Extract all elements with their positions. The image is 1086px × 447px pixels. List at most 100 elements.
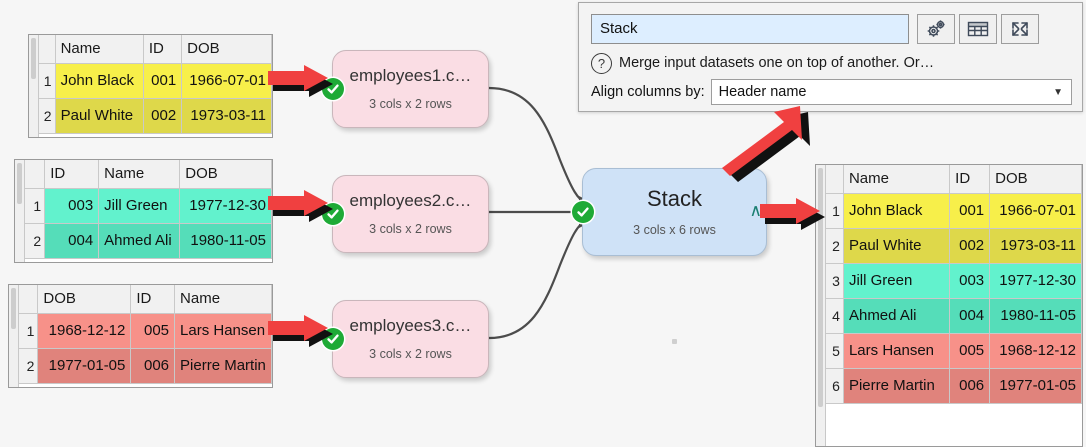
cell-dob[interactable]: 1966-07-01 xyxy=(989,192,1082,229)
table-row[interactable]: 4 Ahmed Ali 004 1980-11-05 xyxy=(825,297,1082,334)
node-stack[interactable]: Stack 3 cols x 6 rows ∧ xyxy=(572,168,767,256)
cell-dob[interactable]: 1977-01-05 xyxy=(37,347,132,384)
cell-dob[interactable]: 1973-03-11 xyxy=(181,97,272,134)
table-row[interactable]: 1 003 Jill Green 1977-12-30 xyxy=(23,187,272,224)
cell-id[interactable]: 005 xyxy=(130,312,176,349)
cell-name[interactable]: Jill Green xyxy=(842,262,951,299)
canvas-grid-dot xyxy=(672,339,677,344)
row-number[interactable]: 2 xyxy=(23,222,46,259)
node-title: Stack xyxy=(646,185,703,211)
column-header[interactable]: DOB xyxy=(37,285,132,314)
node-employees1[interactable]: employees1.c… 3 cols x 2 rows xyxy=(322,50,489,128)
cell-dob[interactable]: 1977-01-05 xyxy=(989,367,1082,404)
gear-icon[interactable] xyxy=(917,14,955,44)
column-header[interactable]: Name xyxy=(54,35,144,64)
row-number[interactable]: 1 xyxy=(17,312,39,349)
cell-name[interactable]: Ahmed Ali xyxy=(98,222,181,259)
cell-id[interactable]: 004 xyxy=(949,297,991,334)
table-scrollbar[interactable] xyxy=(816,165,826,446)
cell-name[interactable]: Paul White xyxy=(54,97,144,134)
input-table-employees2[interactable]: ID Name DOB 1 003 Jill Green 1977-12-30 … xyxy=(14,159,273,263)
cell-name[interactable]: Pierre Martin xyxy=(174,347,272,384)
row-number[interactable]: 1 xyxy=(38,62,56,99)
table-row[interactable]: 1 1968-12-12 005 Lars Hansen xyxy=(17,312,272,349)
cell-name[interactable]: Pierre Martin xyxy=(842,367,951,404)
cell-name[interactable]: John Black xyxy=(842,192,951,229)
table-icon[interactable] xyxy=(959,14,997,44)
annotation-arrow-to-stack-node xyxy=(722,106,810,182)
cell-id[interactable]: 005 xyxy=(949,332,991,369)
column-header[interactable]: ID xyxy=(44,160,100,189)
input-table-employees3[interactable]: DOB ID Name 1 1968-12-12 005 Lars Hansen… xyxy=(8,284,273,388)
cell-id[interactable]: 003 xyxy=(949,262,991,299)
node-name-input[interactable]: Stack xyxy=(591,14,909,44)
cell-dob[interactable]: 1980-11-05 xyxy=(179,222,272,259)
row-number[interactable]: 5 xyxy=(825,332,844,369)
row-number[interactable]: 2 xyxy=(17,347,39,384)
table-scrollbar[interactable] xyxy=(9,285,19,387)
help-icon[interactable]: ? xyxy=(591,52,612,74)
table-row[interactable]: 5 Lars Hansen 005 1968-12-12 xyxy=(825,332,1082,369)
cell-name[interactable]: Paul White xyxy=(842,227,951,264)
cell-id[interactable]: 006 xyxy=(949,367,991,404)
table-grid: Name ID DOB 1 John Black 001 1966-07-01 … xyxy=(38,35,272,134)
cell-id[interactable]: 004 xyxy=(44,222,100,259)
row-number[interactable]: 1 xyxy=(23,187,46,224)
cell-dob[interactable]: 1977-12-30 xyxy=(989,262,1082,299)
cell-dob[interactable]: 1980-11-05 xyxy=(989,297,1082,334)
cell-id[interactable]: 002 xyxy=(142,97,183,134)
node-subtitle: 3 cols x 2 rows xyxy=(369,222,452,237)
cell-id[interactable]: 002 xyxy=(949,227,991,264)
column-header[interactable]: ID xyxy=(142,35,183,64)
table-row[interactable]: 2 Paul White 002 1973-03-11 xyxy=(825,227,1082,264)
column-header[interactable]: DOB xyxy=(179,160,272,189)
column-header[interactable]: ID xyxy=(949,165,991,194)
node-output-marker: ∧ xyxy=(749,201,762,221)
row-number-header xyxy=(17,285,39,314)
output-table[interactable]: Name ID DOB 1 John Black 001 1966-07-01 … xyxy=(815,164,1083,447)
row-number[interactable]: 4 xyxy=(825,297,844,334)
table-scrollbar[interactable] xyxy=(15,160,25,262)
table-row[interactable]: 2 Paul White 002 1973-03-11 xyxy=(38,97,272,134)
table-row[interactable]: 1 John Black 001 1966-07-01 xyxy=(38,62,272,99)
cell-id[interactable]: 001 xyxy=(949,192,991,229)
cell-dob[interactable]: 1968-12-12 xyxy=(37,312,132,349)
input-table-employees1[interactable]: Name ID DOB 1 John Black 001 1966-07-01 … xyxy=(28,34,273,138)
expand-icon[interactable] xyxy=(1001,14,1039,44)
cell-name[interactable]: Ahmed Ali xyxy=(842,297,951,334)
column-header[interactable]: DOB xyxy=(181,35,272,64)
node-employees2[interactable]: employees2.c… 3 cols x 2 rows xyxy=(322,175,489,253)
table-scrollbar[interactable] xyxy=(29,35,39,137)
row-number[interactable]: 6 xyxy=(825,367,844,404)
row-number[interactable]: 3 xyxy=(825,262,844,299)
row-number[interactable]: 2 xyxy=(38,97,56,134)
cell-name[interactable]: John Black xyxy=(54,62,144,99)
node-employees3[interactable]: employees3.c… 3 cols x 2 rows xyxy=(322,300,489,378)
cell-dob[interactable]: 1977-12-30 xyxy=(179,187,272,224)
align-columns-select[interactable]: Header name ▼ xyxy=(710,79,1072,105)
cell-id[interactable]: 003 xyxy=(44,187,100,224)
table-row[interactable]: 2 004 Ahmed Ali 1980-11-05 xyxy=(23,222,272,259)
table-row[interactable]: 2 1977-01-05 006 Pierre Martin xyxy=(17,347,272,384)
cell-id[interactable]: 006 xyxy=(130,347,176,384)
cell-id[interactable]: 001 xyxy=(142,62,183,99)
cell-dob[interactable]: 1973-03-11 xyxy=(989,227,1082,264)
table-row[interactable]: 6 Pierre Martin 006 1977-01-05 xyxy=(825,367,1082,404)
annotation-arrow-to-employees2 xyxy=(268,190,333,222)
node-title: employees2.c… xyxy=(349,191,472,211)
cell-dob[interactable]: 1966-07-01 xyxy=(181,62,272,99)
column-header[interactable]: Name xyxy=(842,165,951,194)
cell-dob[interactable]: 1968-12-12 xyxy=(989,332,1082,369)
table-row[interactable]: 1 John Black 001 1966-07-01 xyxy=(825,192,1082,229)
column-header[interactable]: Name xyxy=(174,285,272,314)
column-header[interactable]: DOB xyxy=(989,165,1082,194)
stack-settings-panel[interactable]: Stack xyxy=(578,2,1083,112)
column-header[interactable]: Name xyxy=(98,160,181,189)
cell-name[interactable]: Lars Hansen xyxy=(174,312,272,349)
cell-name[interactable]: Lars Hansen xyxy=(842,332,951,369)
chevron-down-icon: ▼ xyxy=(1053,86,1063,98)
cell-name[interactable]: Jill Green xyxy=(98,187,181,224)
table-row[interactable]: 3 Jill Green 003 1977-12-30 xyxy=(825,262,1082,299)
column-header[interactable]: ID xyxy=(130,285,176,314)
node-title: employees3.c… xyxy=(349,316,472,336)
